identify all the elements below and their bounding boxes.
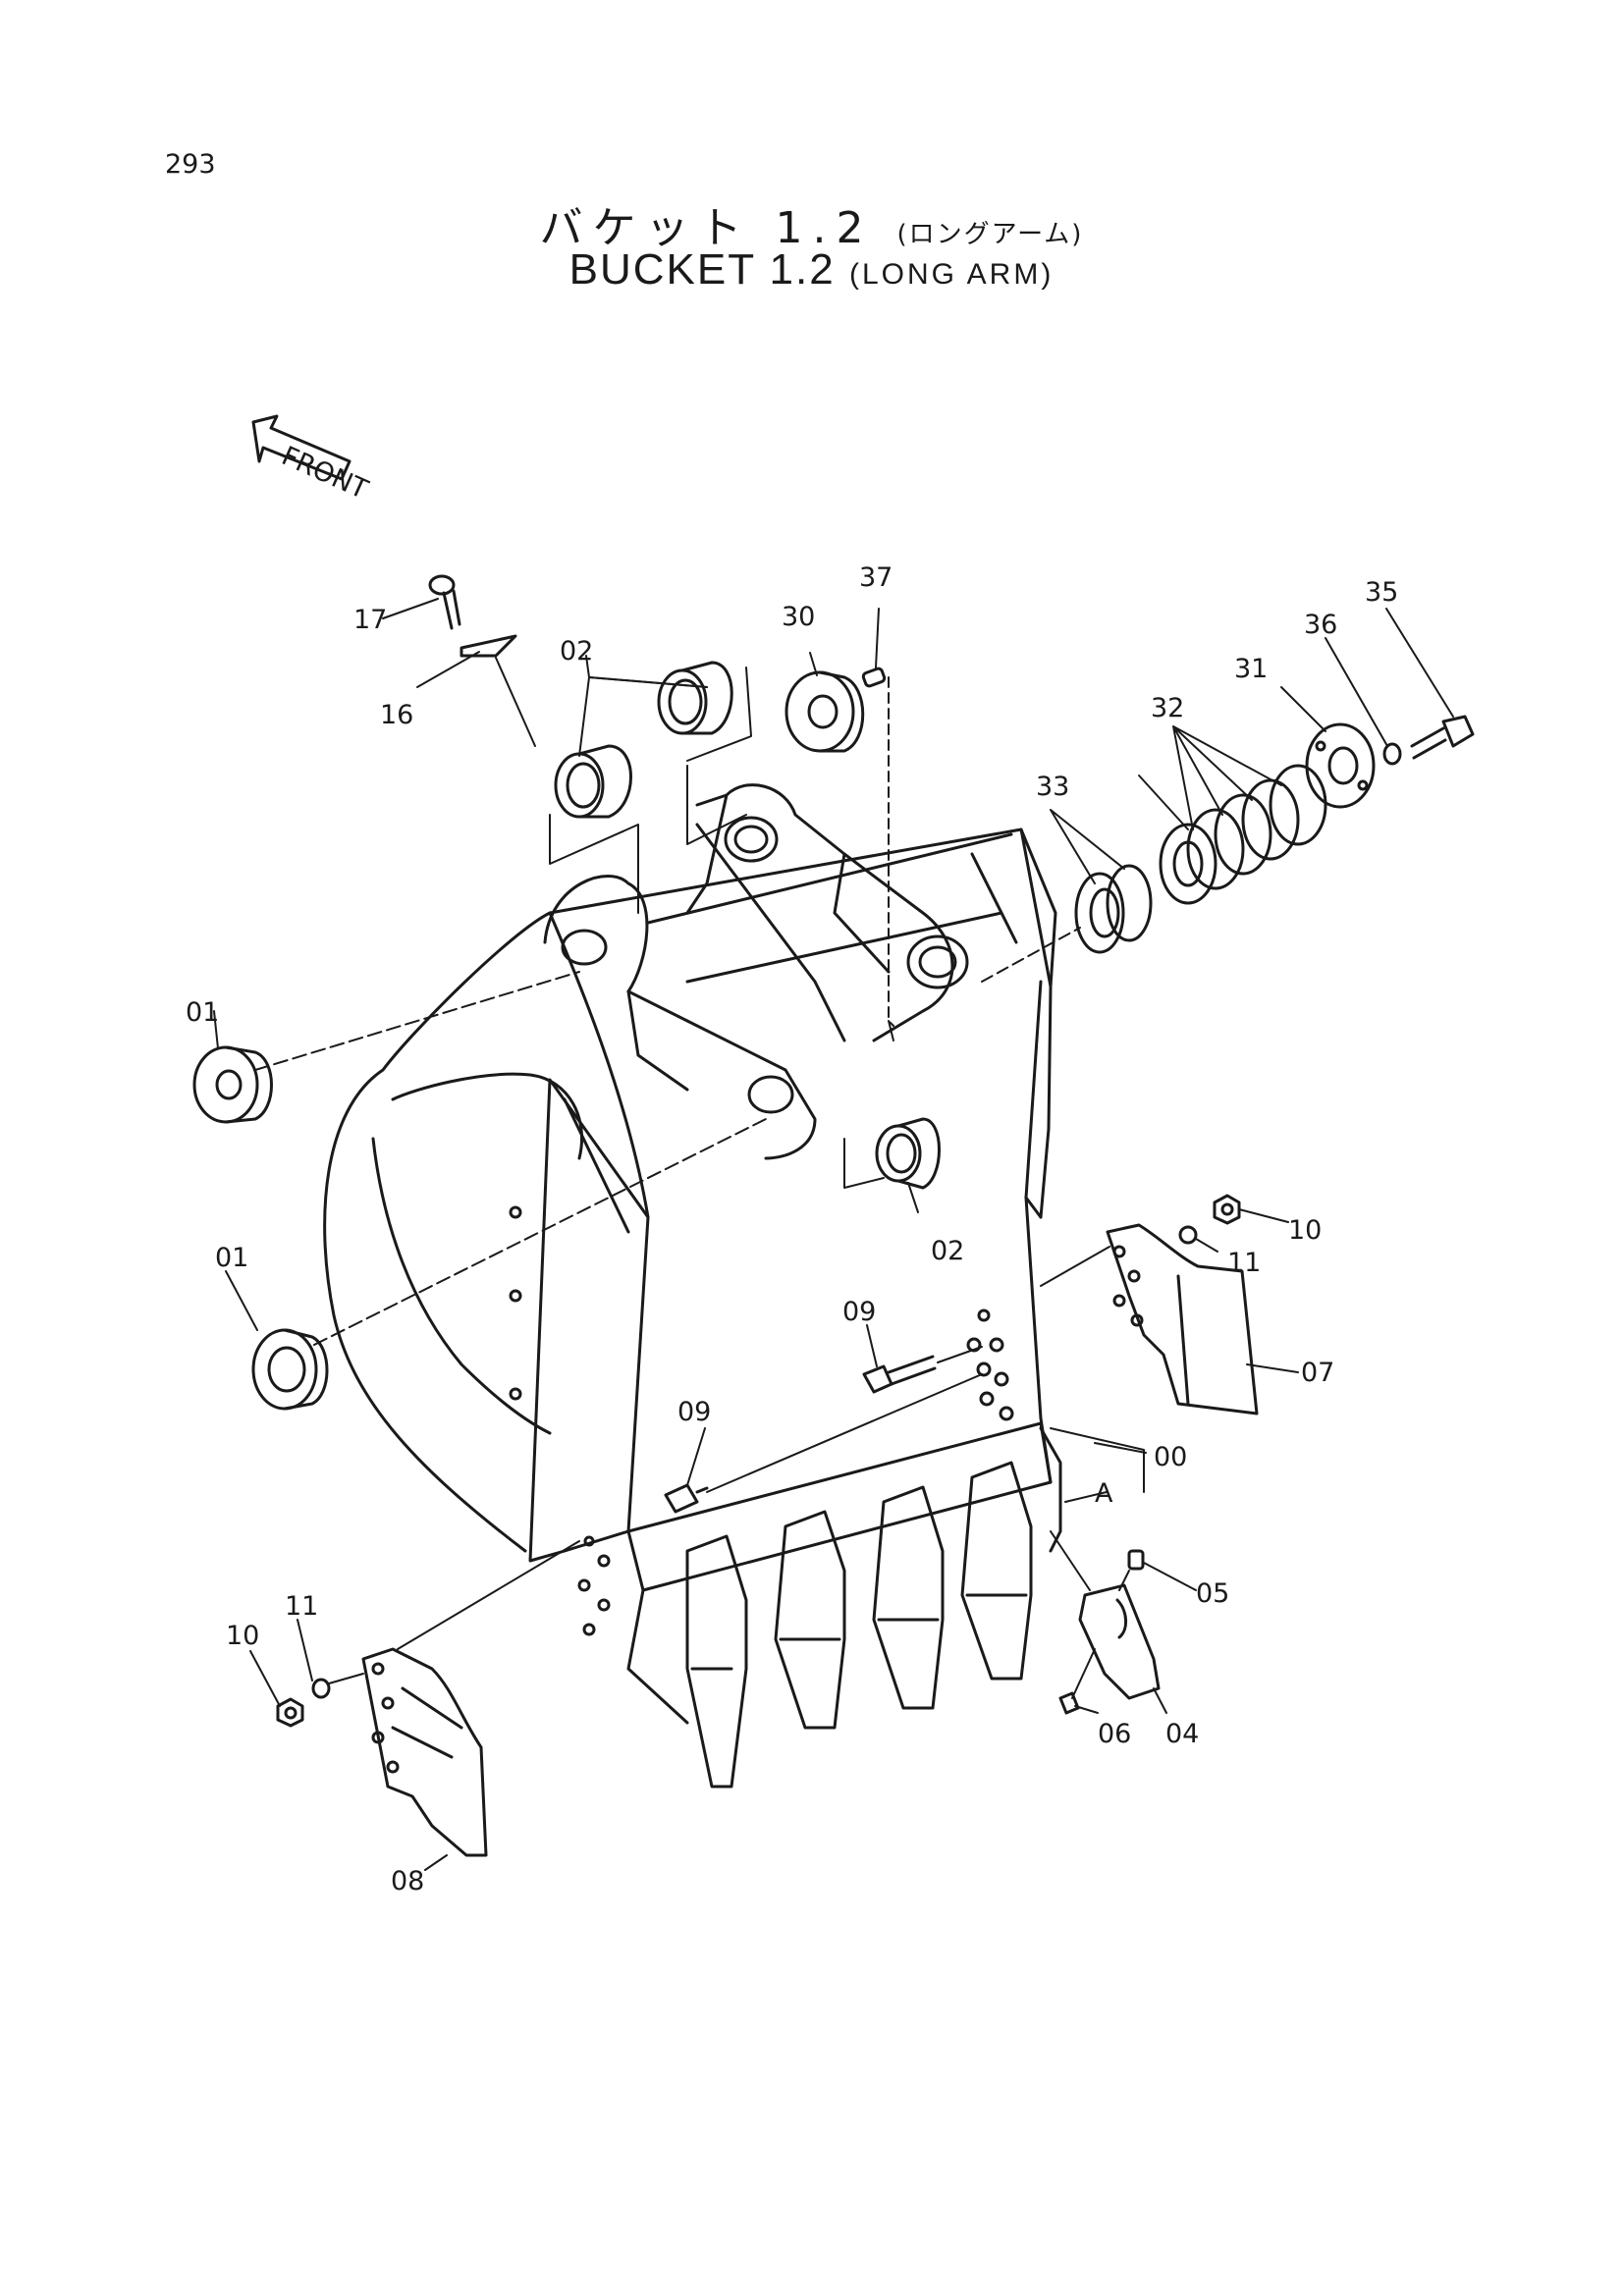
bucket-body xyxy=(323,783,1057,1725)
callout-16: 16 xyxy=(380,700,413,730)
callout-A: A xyxy=(1095,1478,1113,1509)
callout-04: 04 xyxy=(1165,1719,1199,1749)
callout-05: 05 xyxy=(1196,1578,1229,1609)
part-11-washer-right xyxy=(1178,1225,1198,1245)
callout-02-top: 02 xyxy=(560,636,593,667)
callout-08: 08 xyxy=(391,1866,424,1896)
title-jp-main: バケット 1.2 xyxy=(539,203,874,253)
part-09-bolt-a xyxy=(862,1346,983,1394)
front-arrow-icon: FRONT xyxy=(251,414,372,506)
part-01-lower xyxy=(251,1118,767,1411)
part-08-side-cutter xyxy=(361,1540,580,1857)
callout-labels: 01 01 02 02 17 16 30 37 33 32 31 36 35 1… xyxy=(186,562,1398,1896)
callout-30: 30 xyxy=(782,602,815,632)
part-17-bolt xyxy=(428,574,461,630)
callout-35: 35 xyxy=(1365,577,1398,608)
title-english: BUCKET 1.2 (LONG ARM) xyxy=(0,245,1623,294)
title-en-sub: (LONG ARM) xyxy=(848,258,1055,291)
title-japanese: バケット 1.2 (ロングアーム) xyxy=(0,192,1623,255)
page-number: 293 xyxy=(165,149,216,180)
callout-11-left: 11 xyxy=(285,1591,318,1622)
callout-36: 36 xyxy=(1304,610,1337,640)
callout-01-lower: 01 xyxy=(215,1243,248,1273)
callout-31: 31 xyxy=(1234,654,1268,684)
part-37-pin xyxy=(861,667,894,1041)
title-en-main: BUCKET 1.2 xyxy=(568,245,836,294)
part-30-boss xyxy=(784,670,865,753)
callout-02-right: 02 xyxy=(931,1236,964,1266)
part-05-pin xyxy=(1118,1549,1145,1591)
bucket-teeth xyxy=(685,1426,1062,1789)
title-jp-sub: (ロングアーム) xyxy=(896,220,1084,249)
part-33-shims xyxy=(981,864,1153,983)
callout-10-left: 10 xyxy=(226,1621,259,1651)
part-06-lock xyxy=(1058,1648,1096,1715)
part-10-nut-right xyxy=(1213,1194,1241,1225)
callout-11-right: 11 xyxy=(1227,1248,1261,1278)
part-16-plate xyxy=(460,634,536,747)
callout-09-left: 09 xyxy=(677,1397,711,1427)
callout-01-upper: 01 xyxy=(186,997,219,1028)
part-36-washer xyxy=(1382,742,1402,766)
part-11-washer-left xyxy=(311,1673,364,1699)
callout-10-right: 10 xyxy=(1288,1215,1322,1246)
part-31-plate xyxy=(1305,722,1376,809)
callout-00: 00 xyxy=(1154,1442,1187,1472)
callout-06: 06 xyxy=(1098,1719,1131,1749)
part-02-bushings xyxy=(549,661,941,1190)
part-01-upper xyxy=(192,971,580,1124)
part-10-nut-left xyxy=(276,1697,304,1728)
callout-17: 17 xyxy=(353,605,387,635)
callout-33: 33 xyxy=(1036,772,1069,802)
callout-32: 32 xyxy=(1151,693,1184,723)
leader-lines xyxy=(213,598,1454,1871)
part-04-tooth-point xyxy=(1050,1530,1161,1700)
callout-09-right: 09 xyxy=(842,1297,876,1327)
part-07-side-cutter xyxy=(1040,1223,1259,1415)
callout-07: 07 xyxy=(1301,1358,1334,1388)
part-09-bolt-b xyxy=(664,1373,983,1514)
part-35-bolt xyxy=(1410,715,1475,760)
callout-37: 37 xyxy=(859,562,893,593)
